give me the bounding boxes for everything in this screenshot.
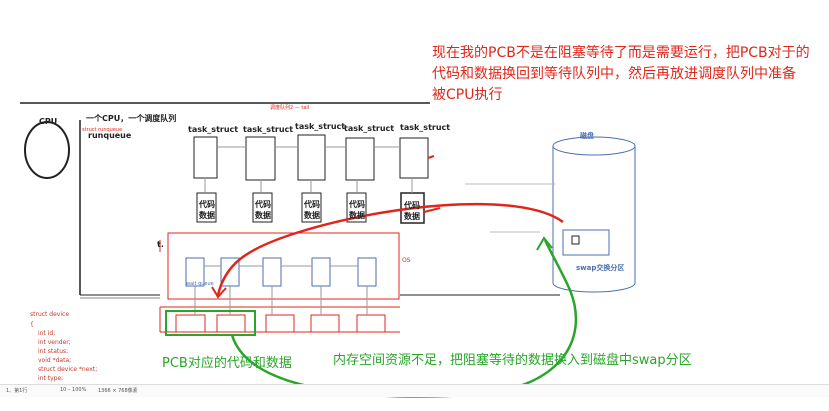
- task-label-5: task_struct: [400, 123, 451, 132]
- code-line-7: int type;: [38, 375, 64, 382]
- code-label-5-b: 数据: [404, 212, 420, 221]
- small-struct-label: struct runqueue: [82, 127, 123, 133]
- small-top-label: 调度队列2 — tail: [270, 105, 310, 111]
- task-box-2: [245, 136, 276, 181]
- wait-queue-label: wait queue: [186, 281, 214, 287]
- code-line-4: int status;: [38, 348, 69, 355]
- wait-node-3: [262, 257, 282, 287]
- code-line-2: int id;: [38, 330, 56, 337]
- t-label: t.: [157, 240, 164, 249]
- code-label-5-a: 代码: [404, 201, 420, 210]
- mem-box-5: [356, 314, 386, 333]
- code-label-2-a: 代码: [255, 200, 271, 209]
- disk-label: 磁盘: [580, 132, 594, 140]
- mem-box-1: [175, 314, 206, 333]
- swap-label: swap交换分区: [576, 264, 625, 272]
- swap-small-box: [571, 235, 580, 245]
- note-swap-out: 内存空间资源不足，把阻塞等待的数据换入到磁盘中swap分区: [333, 353, 692, 368]
- code-line-0: struct device: [30, 311, 70, 318]
- code-line-6: struct device *next;: [38, 366, 98, 373]
- code-label-4-b: 数据: [349, 211, 365, 220]
- disk-top: [552, 136, 636, 156]
- task-label-3: task_struct: [295, 122, 346, 131]
- code-label-3-b: 数据: [304, 211, 320, 220]
- os-label: OS: [402, 257, 411, 264]
- swap-in-curve: [216, 202, 564, 296]
- note-swap-back: 现在我的PCB不是在阻塞等待了而是需要运行，把PCB对于的 代码和数据换回到等待…: [432, 45, 810, 103]
- task-label-1: task_struct: [188, 125, 239, 134]
- cpu-circle: [24, 121, 70, 179]
- code-line-1: {: [30, 321, 34, 328]
- task-box-1: [193, 136, 218, 179]
- swap-partition-box: [562, 229, 610, 256]
- status-bar: 1、第1行 10 – 100% 1366 × 768像素: [0, 384, 829, 397]
- mem-box-3: [265, 314, 295, 333]
- wait-queue-frame: [167, 232, 400, 300]
- task-label-4: task_struct: [344, 124, 395, 133]
- code-label-1-a: 代码: [199, 200, 215, 209]
- pcb-code-highlight: [165, 310, 256, 336]
- mem-box-2: [216, 314, 246, 333]
- code-label-3-a: 代码: [304, 200, 320, 209]
- red-mark-code5: [423, 207, 441, 213]
- swap-out-arrowhead: [536, 236, 553, 251]
- status-size: 1366 × 768像素: [98, 388, 138, 394]
- swap-in-arrowhead: [211, 286, 227, 299]
- code-line-3: int vender;: [38, 339, 71, 346]
- task-box-5: [399, 137, 429, 179]
- wait-node-4: [311, 257, 331, 287]
- task-box-3: [297, 134, 326, 181]
- code-line-5: void *data;: [38, 357, 72, 364]
- red-mark-task5: [427, 155, 435, 159]
- runqueue-label: runqueue: [88, 131, 132, 140]
- code-box-2: [252, 192, 273, 223]
- status-zoom[interactable]: 10 – 100%: [60, 387, 87, 393]
- note-pcb-code-data: PCB对应的代码和数据: [162, 356, 292, 371]
- code-label-4-a: 代码: [349, 200, 365, 209]
- mem-box-4: [310, 314, 340, 333]
- status-position: 1、第1行: [6, 388, 28, 394]
- wait-node-5: [357, 257, 377, 287]
- code-box-1: [196, 192, 217, 223]
- disk-bottom: [552, 282, 636, 293]
- code-label-1-b: 数据: [199, 211, 215, 220]
- one-cpu-label: 一个CPU，一个调度队列: [86, 114, 177, 123]
- task-box-4: [345, 137, 375, 181]
- cpu-label: CPU: [39, 117, 58, 126]
- task-label-2: task_struct: [243, 125, 294, 134]
- code-label-2-b: 数据: [255, 211, 271, 220]
